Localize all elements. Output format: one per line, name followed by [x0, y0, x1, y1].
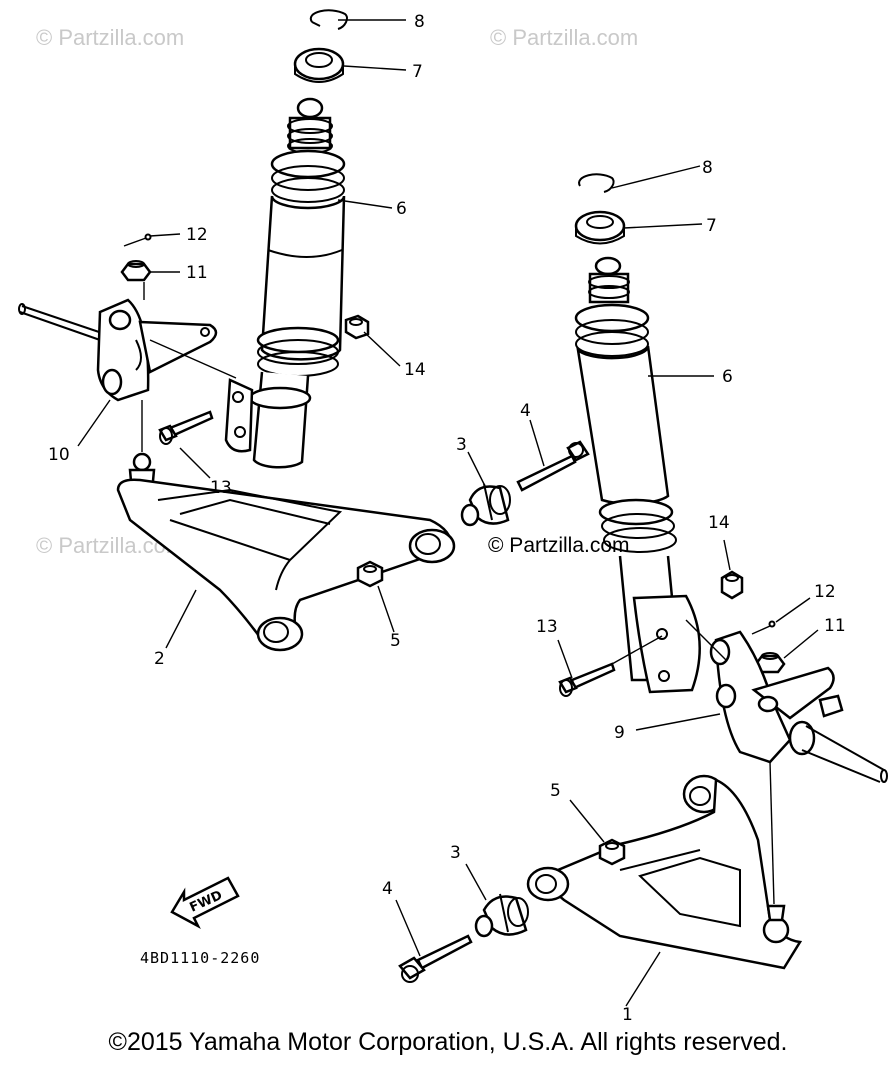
steering-knuckle-right[interactable]: [709, 630, 888, 783]
bushing-lower[interactable]: [474, 893, 529, 938]
callout-5-upper: 5: [390, 631, 401, 651]
callout-14-left: 14: [404, 360, 426, 380]
callout-7-right: 7: [706, 216, 717, 236]
shock-bolt-left[interactable]: [158, 410, 214, 445]
shock-absorber-right[interactable]: [574, 256, 701, 694]
shock-absorber-left[interactable]: [224, 97, 346, 469]
castle-nut-left[interactable]: [120, 260, 152, 282]
lower-a-arm[interactable]: [526, 774, 803, 970]
callout-3-upper: 3: [456, 435, 467, 455]
callout-4-lower: 4: [382, 879, 393, 899]
circlip-right[interactable]: [578, 173, 615, 193]
callout-4-upper: 4: [520, 401, 531, 421]
cotter-pin-right[interactable]: [751, 620, 776, 635]
pivot-bolt-lower[interactable]: [398, 934, 473, 983]
fwd-arrow-icon: FWD: [170, 876, 240, 929]
callout-1: 1: [622, 1005, 633, 1025]
steering-knuckle-left[interactable]: [18, 298, 218, 402]
cotter-pin-left[interactable]: [123, 233, 152, 247]
diagram-code: 4BD1110-2260: [140, 949, 260, 967]
watermark-top-left: © Partzilla.com: [36, 25, 184, 50]
callout-13-left: 13: [210, 478, 232, 498]
callout-5-lower: 5: [550, 781, 561, 801]
arm-nut-lower[interactable]: [598, 838, 626, 866]
callout-11-right: 11: [824, 616, 846, 636]
shock-nut-right[interactable]: [574, 210, 626, 245]
bushing-upper[interactable]: [460, 483, 511, 527]
callout-3-lower: 3: [450, 843, 461, 863]
callout-8-right: 8: [702, 158, 713, 178]
arm-nut-upper[interactable]: [356, 560, 384, 588]
callout-10: 10: [48, 445, 70, 465]
callout-6-right: 6: [722, 367, 733, 387]
upper-a-arm[interactable]: [116, 452, 456, 652]
callout-7-top: 7: [412, 62, 423, 82]
copyright-notice: ©2015 Yamaha Motor Corporation, U.S.A. A…: [108, 1028, 788, 1056]
callout-9: 9: [614, 723, 625, 743]
callout-12-left: 12: [186, 225, 208, 245]
callout-14-right: 14: [708, 513, 730, 533]
callout-8-top: 8: [414, 12, 425, 32]
callout-2: 2: [154, 649, 165, 669]
callout-11-left: 11: [186, 263, 208, 283]
watermark-mid-center: © Partzilla.com: [488, 534, 630, 557]
shock-mount-nut-right[interactable]: [720, 570, 744, 600]
watermark-top-right: © Partzilla.com: [490, 25, 638, 50]
shock-nut-top[interactable]: [293, 47, 345, 83]
leader-lines: [77, 19, 819, 1007]
callout-12-right: 12: [814, 582, 836, 602]
callout-13-right: 13: [536, 617, 558, 637]
pivot-bolt-upper[interactable]: [516, 440, 590, 492]
shock-bolt-right[interactable]: [558, 662, 616, 697]
shock-mount-nut-left[interactable]: [344, 314, 370, 340]
callout-6-left: 6: [396, 199, 407, 219]
circlip-top[interactable]: [309, 9, 348, 30]
